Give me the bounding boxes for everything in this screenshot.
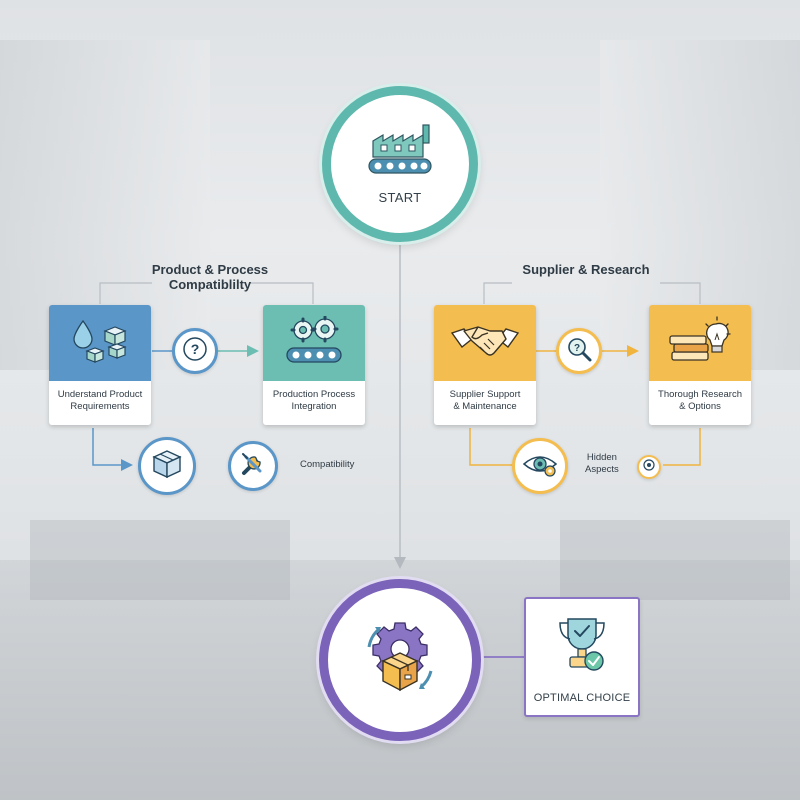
eye-gear-icon xyxy=(522,450,558,483)
card-label: Production Process Integration xyxy=(263,381,365,413)
compatibility-label: Compatibility xyxy=(300,459,355,470)
optimal-choice-label: OPTIMAL CHOICE xyxy=(533,692,631,704)
tools-node xyxy=(228,441,278,491)
trophy-check-icon xyxy=(552,613,612,682)
books-lightbulb-icon xyxy=(668,315,732,371)
card-thorough-research-options: Thorough Research & Options xyxy=(649,305,751,425)
right-group-title: Supplier & Research xyxy=(522,262,650,277)
question-icon: ? xyxy=(182,336,208,367)
gears-conveyor-icon xyxy=(281,315,347,371)
box-node xyxy=(138,437,196,495)
card-label-line2: Requirements xyxy=(70,401,130,412)
wrench-screwdriver-icon xyxy=(238,449,268,484)
card-label-line2: & Maintenance xyxy=(453,401,517,412)
left-group-title-line1: Product & Process xyxy=(151,262,269,277)
gear-eye-icon xyxy=(642,458,656,477)
right-group-bracket-right xyxy=(660,282,701,304)
handshake-icon xyxy=(450,319,520,368)
card-label-line1: Production Process xyxy=(272,389,356,400)
water-drop-cubes-icon xyxy=(69,317,131,370)
optimal-choice-box: OPTIMAL CHOICE xyxy=(524,597,640,717)
card-label: Understand Product Requirements xyxy=(49,381,151,413)
start-node: START xyxy=(322,86,478,242)
card-label: Supplier Support & Maintenance xyxy=(434,381,536,413)
hidden-aspects-node xyxy=(512,438,568,494)
magnifier-node: ? xyxy=(556,328,602,374)
box-icon xyxy=(150,447,184,486)
card-production-process-integration: Production Process Integration xyxy=(263,305,365,425)
card-label-line1: Supplier Support xyxy=(449,389,521,400)
right-group-bracket xyxy=(483,282,512,304)
gear-box-cycle-icon xyxy=(355,613,445,708)
svg-text:?: ? xyxy=(191,341,200,357)
card-understand-product-requirements: Understand Product Requirements xyxy=(49,305,151,425)
card-supplier-support-maintenance: Supplier Support & Maintenance xyxy=(434,305,536,425)
card-label-line1: Thorough Research xyxy=(658,389,742,400)
hidden-aspects-label-line2: Aspects xyxy=(585,464,619,475)
card-label-line1: Understand Product xyxy=(57,389,143,400)
left-group-bracket xyxy=(99,282,152,304)
magnifier-question-icon: ? xyxy=(565,335,593,368)
left-group-bracket-right xyxy=(250,282,314,304)
factory-conveyor-icon xyxy=(365,123,435,184)
start-label: START xyxy=(378,190,422,205)
card-label-line2: & Options xyxy=(679,401,721,412)
question-node: ? xyxy=(172,328,218,374)
left-down-connector xyxy=(92,428,133,471)
card-label-line2: Integration xyxy=(291,401,337,412)
hidden-aspects-label-line1: Hidden xyxy=(586,452,617,463)
card-label: Thorough Research & Options xyxy=(649,381,751,413)
gear-eye-node xyxy=(637,455,661,479)
left-group-title-line2: Compatiblilty xyxy=(168,277,252,292)
right-bottom-connector-right xyxy=(663,428,701,466)
svg-text:?: ? xyxy=(574,343,580,354)
process-result-node xyxy=(319,579,481,741)
hidden-aspects-label: Hidden Aspects xyxy=(585,452,619,476)
left-group-title: Product & Process Compatiblilty xyxy=(146,262,274,292)
right-bottom-connector-left xyxy=(469,428,512,466)
